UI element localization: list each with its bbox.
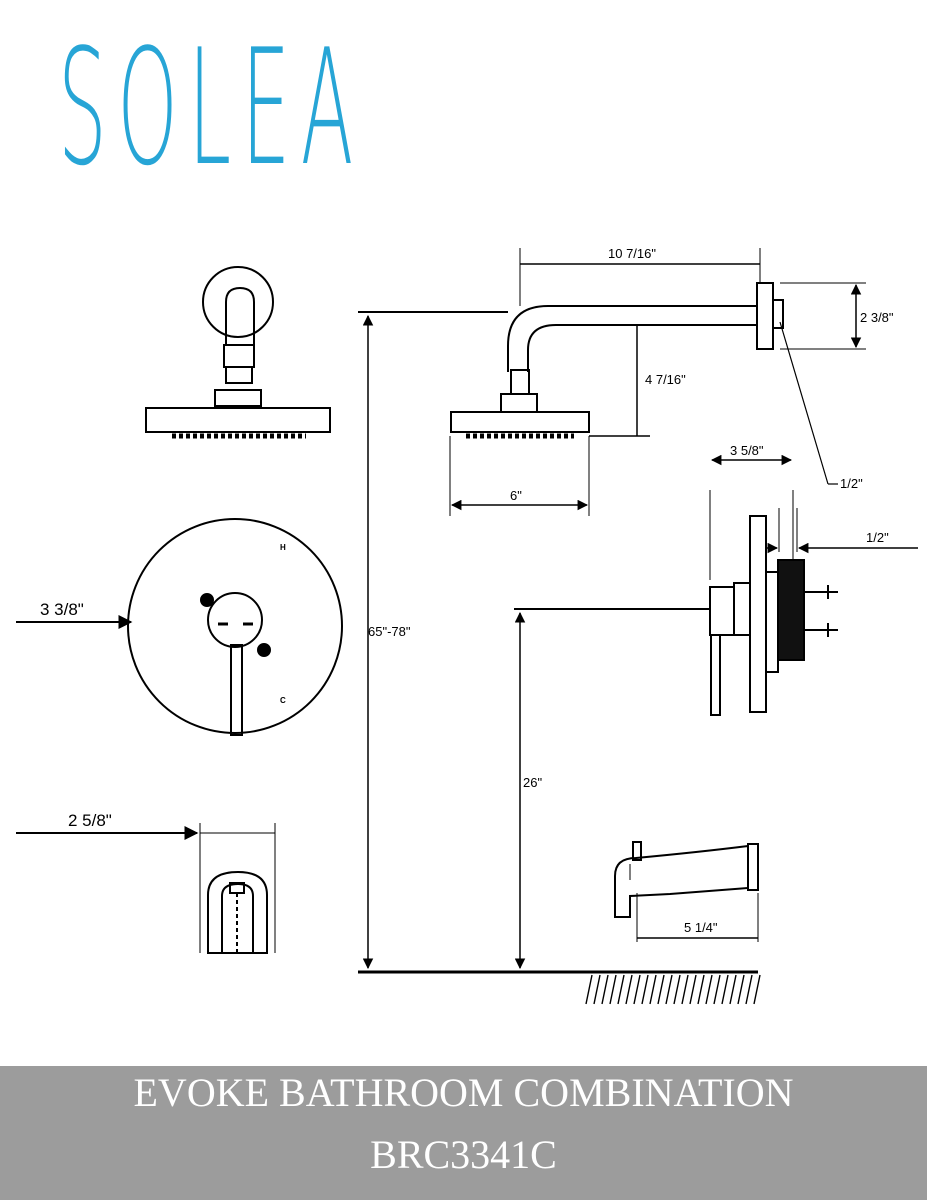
floor <box>358 970 761 1005</box>
floor-hatch-line <box>673 974 681 1005</box>
brand-logo: SOLEA <box>58 14 364 201</box>
footer-bar: EVOKE BATHROOM COMBINATION BRC3341C <box>0 1066 927 1200</box>
dim-trim-plate-label: 3 3/8" <box>40 600 84 619</box>
dim-flange-height-label: 2 3/8" <box>860 310 894 325</box>
floor-hatch-line <box>641 974 649 1005</box>
floor-hatch-line <box>601 974 609 1005</box>
handle-cold-mark: C <box>280 696 286 705</box>
dim-valve-height: 26" <box>514 608 710 970</box>
showerhead-front-view <box>145 266 331 439</box>
dim-valve-height-label: 26" <box>523 775 542 790</box>
floor-hatch-line <box>729 974 737 1005</box>
valve-side-view: 3 5/8" 1/2" <box>709 443 918 716</box>
connection-valve-label: 1/2" <box>866 530 889 545</box>
floor-hatch-line <box>633 974 641 1005</box>
floor-hatch-line <box>737 974 745 1005</box>
dim-head-diameter: 6" <box>449 436 590 516</box>
floor-hatch-line <box>745 974 753 1005</box>
dim-flange-height: 2 3/8" <box>780 282 894 350</box>
dim-arm-length: 10 7/16" <box>519 246 761 306</box>
spout-front-view <box>199 823 276 954</box>
trim-depth-label: 3 5/8" <box>730 443 764 458</box>
floor-hatch-line <box>617 974 625 1005</box>
floor-hatch-line <box>681 974 689 1005</box>
floor-hatch-line <box>689 974 697 1005</box>
floor-hatch-line <box>657 974 665 1005</box>
floor-hatch-line <box>649 974 657 1005</box>
dim-spout-width-label: 2 5/8" <box>68 811 112 830</box>
dim-connection-top: 1/2" <box>779 321 863 491</box>
dim-spout-reach-label: 5 1/4" <box>684 920 718 935</box>
floor-hatch-line <box>705 974 713 1005</box>
floor-hatch-line <box>593 974 601 1005</box>
spout-side-view: 5 1/4" <box>614 841 759 942</box>
floor-hatch-line <box>697 974 705 1005</box>
showerhead-side-view <box>450 282 784 439</box>
technical-drawing: 10 7/16" 2 3/8" 4 7/16" 1/2" 6" H C <box>16 246 918 1005</box>
floor-hatch-line <box>585 974 593 1005</box>
floor-hatch-line <box>609 974 617 1005</box>
dim-arm-drop: 4 7/16" <box>589 325 686 437</box>
dim-head-height-label: 65"-78" <box>368 624 411 639</box>
dim-trim-plate: 3 3/8" <box>16 600 133 629</box>
dim-head-diameter-label: 6" <box>510 488 522 503</box>
dim-head-height: 65"-78" <box>358 311 508 970</box>
dim-arm-length-label: 10 7/16" <box>608 246 656 261</box>
dim-spout-width: 2 5/8" <box>16 811 275 840</box>
model-number: BRC3341C <box>370 1132 557 1177</box>
dim-arm-drop-label: 4 7/16" <box>645 372 686 387</box>
product-title: EVOKE BATHROOM COMBINATION <box>133 1070 794 1115</box>
floor-hatch-line <box>721 974 729 1005</box>
floor-hatch-line <box>753 974 761 1005</box>
handle-hot-mark: H <box>280 543 286 552</box>
floor-hatch-line <box>713 974 721 1005</box>
floor-hatch-line <box>625 974 633 1005</box>
valve-trim-front-view: H C <box>127 518 343 736</box>
floor-hatch-line <box>665 974 673 1005</box>
dim-connection-top-label: 1/2" <box>840 476 863 491</box>
